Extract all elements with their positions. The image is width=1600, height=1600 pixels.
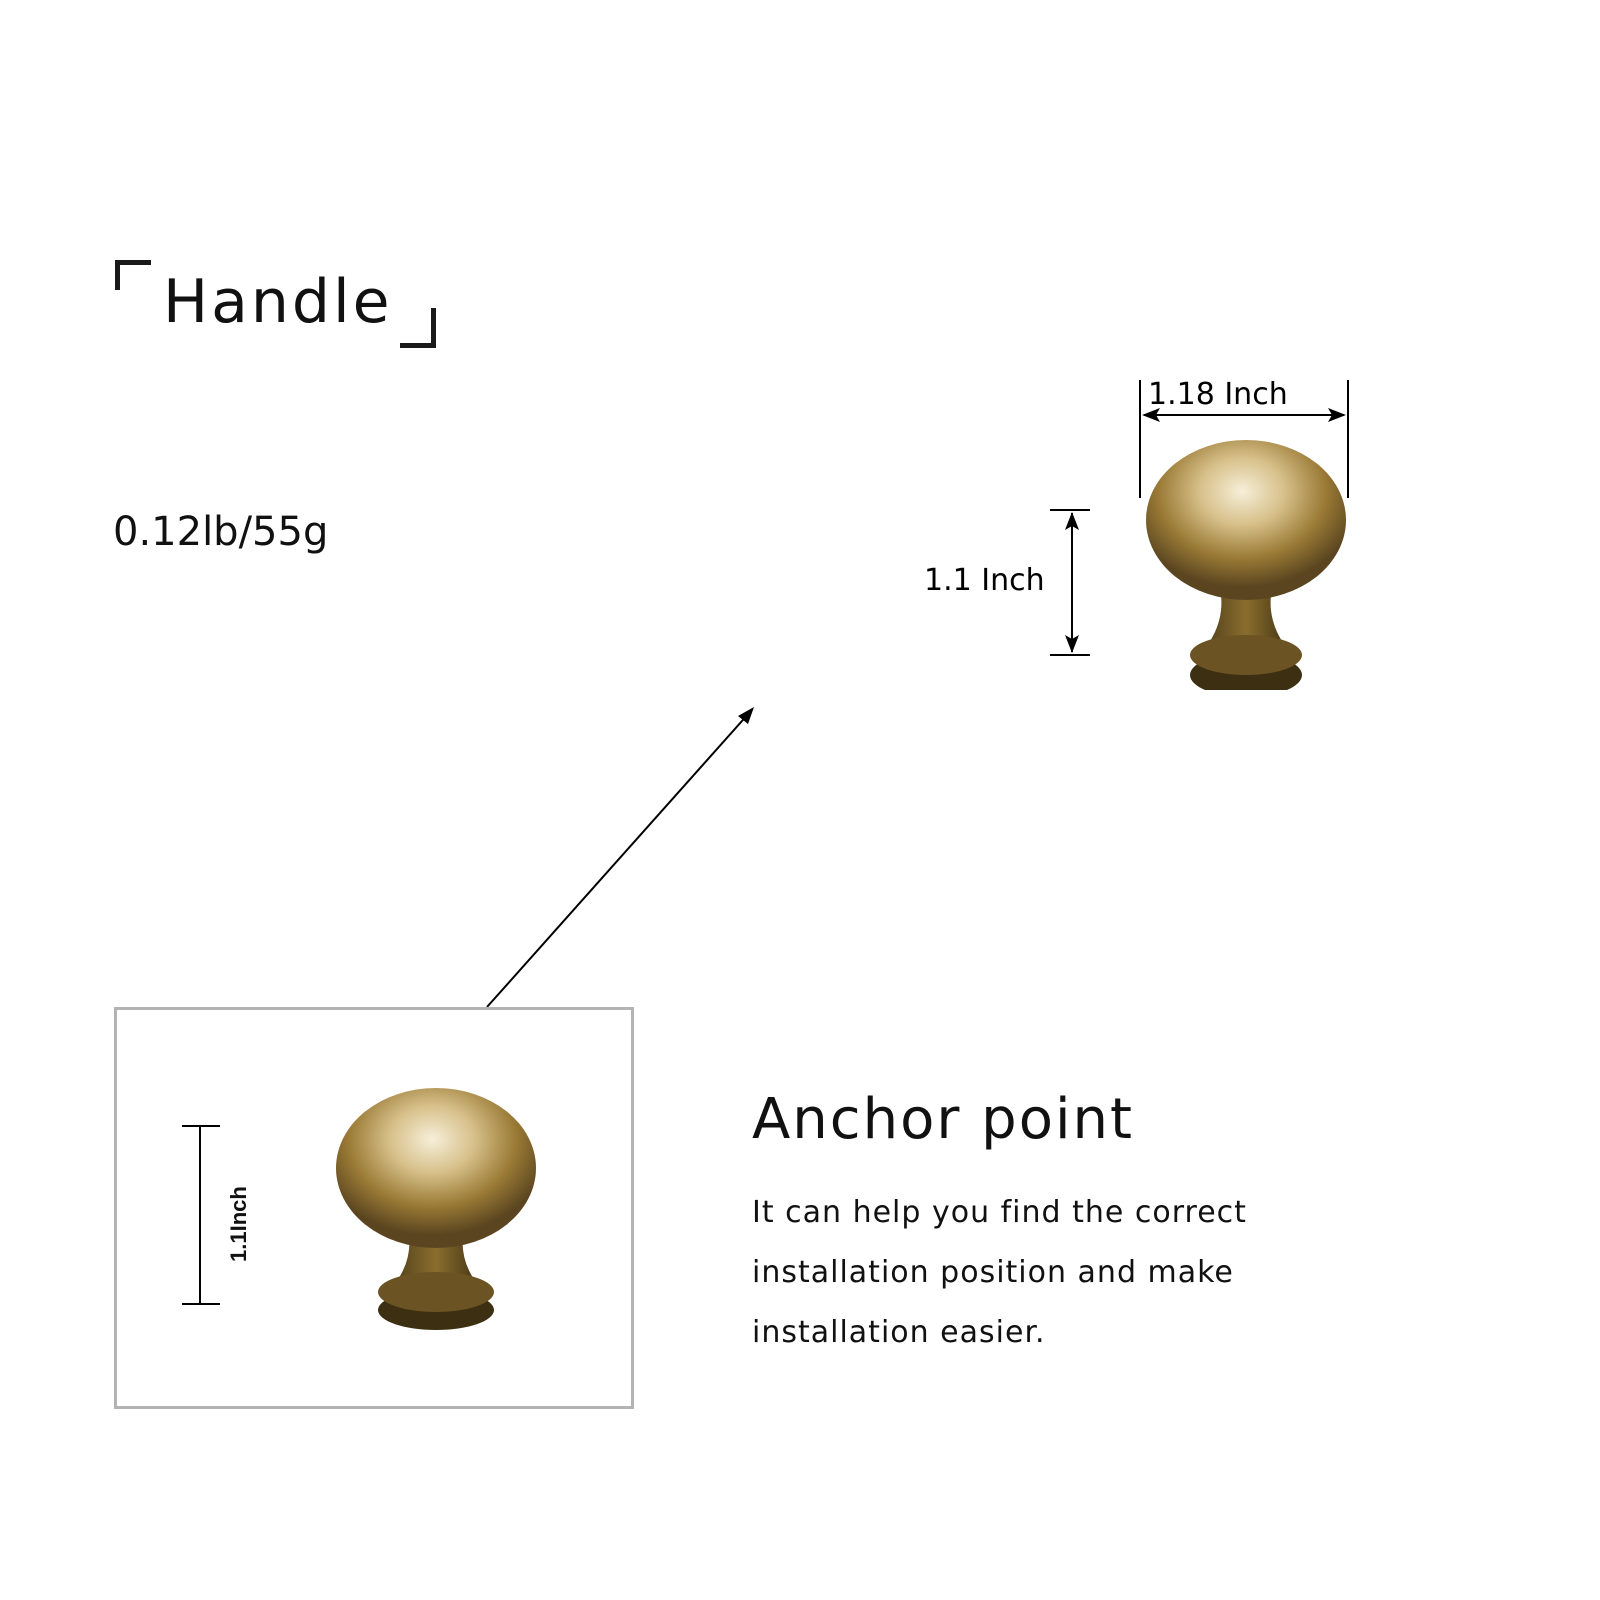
anchor-title: Anchor point	[752, 1087, 1134, 1152]
pointer-arrow	[486, 707, 754, 1008]
width-dimension-label: 1.18 Inch	[1148, 377, 1288, 412]
description-line: It can help you find the correct	[752, 1195, 1247, 1230]
height-dimension-label: 1.1 Inch	[924, 563, 1045, 598]
weight-text: 0.12lb/55g	[113, 509, 329, 555]
page-title: Handle	[163, 267, 393, 337]
corner-bracket-top-left	[115, 260, 151, 290]
description-line: installation position and make	[752, 1255, 1234, 1290]
corner-bracket-bottom-right	[400, 308, 436, 348]
dimension-diagram	[1050, 380, 1349, 690]
anchor-description: It can help you find the correct install…	[752, 1183, 1312, 1363]
inset-height-label: 1.1Inch	[226, 1186, 251, 1262]
description-line: installation easier.	[752, 1315, 1046, 1350]
inset-diagram	[182, 1088, 536, 1330]
anchor-inset-box	[114, 1007, 634, 1409]
